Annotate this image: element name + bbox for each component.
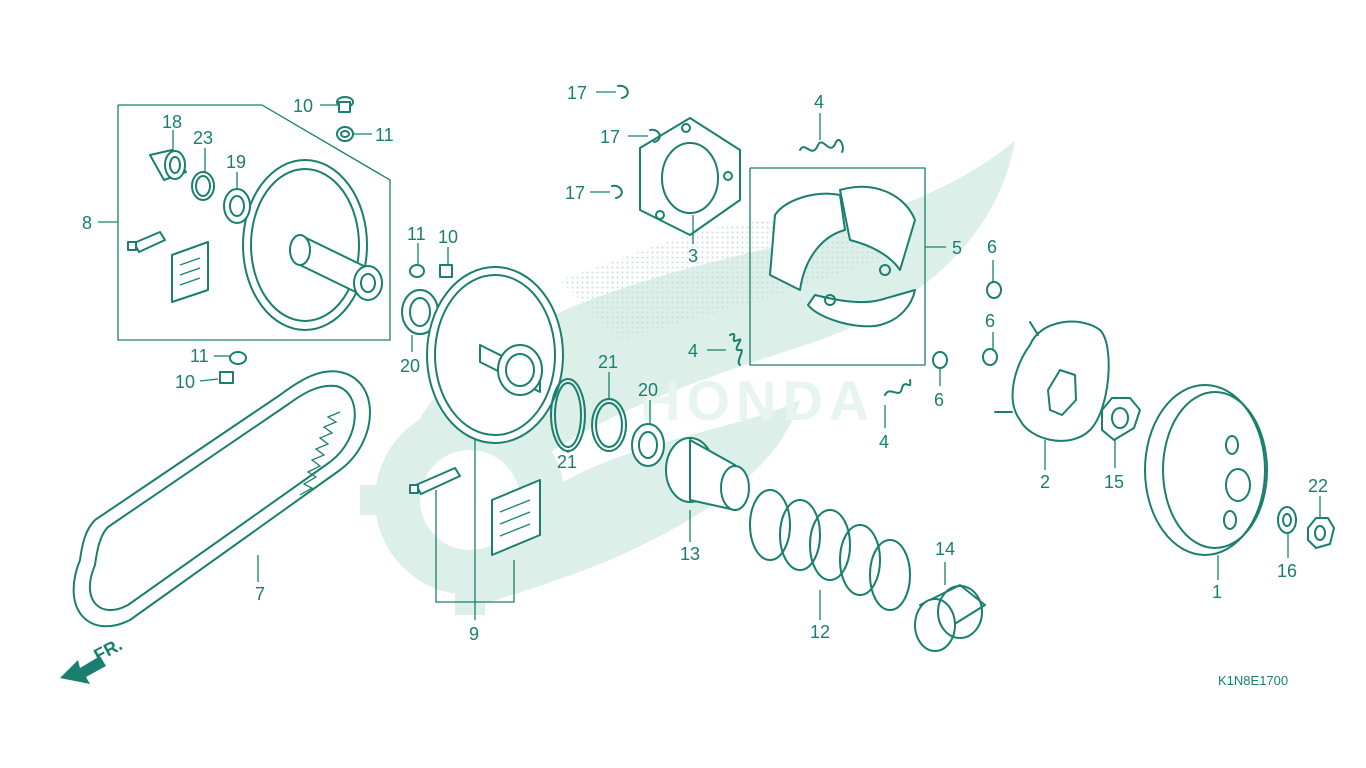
- drive-belt-7: [72, 370, 371, 628]
- callout-11-top: 11: [375, 125, 394, 145]
- movable-driven-face: [242, 159, 383, 331]
- guide-roller-11-top: [336, 126, 354, 142]
- callout-20-left: 20: [400, 356, 420, 376]
- drive-plate-2: [994, 320, 1110, 442]
- callout-4-right: 4: [879, 432, 889, 452]
- callout-3: 3: [688, 246, 698, 266]
- seal-collar-13: [665, 437, 750, 511]
- diagram-code: K1N8E1700: [1218, 673, 1288, 688]
- callout-17-c: 17: [565, 183, 585, 203]
- callout-12: 12: [810, 622, 830, 642]
- driven-face-9: [426, 266, 564, 444]
- callout-5: 5: [952, 238, 962, 258]
- callout-6-c: 6: [934, 390, 944, 410]
- snap-ring-23: [191, 171, 215, 201]
- callout-10-mid: 10: [438, 227, 458, 247]
- washer-16: [1277, 506, 1297, 534]
- clutch-plate-3: [639, 117, 741, 236]
- callout-4-mid: 4: [688, 341, 698, 361]
- callout-6-b: 6: [985, 311, 995, 331]
- e-clip-17-b: [649, 128, 661, 143]
- callout-11-mid: 11: [407, 224, 426, 244]
- callout-11-low: 11: [190, 346, 209, 366]
- callout-23: 23: [193, 128, 213, 148]
- callout-2: 2: [1040, 472, 1050, 492]
- grease-tube-9: [409, 467, 461, 495]
- callout-13: 13: [680, 544, 700, 564]
- guide-pin-10-top: [336, 96, 354, 113]
- e-clip-17-a: [617, 84, 629, 99]
- svg-text:HONDA: HONDA: [640, 369, 875, 432]
- callout-19: 19: [226, 152, 246, 172]
- clutch-outer-1: [1144, 384, 1268, 556]
- damper-rubber-6-b: [982, 348, 998, 366]
- callout-6-a: 6: [987, 237, 997, 257]
- spring-12: [749, 489, 911, 611]
- callout-10-low: 10: [175, 372, 195, 392]
- grease-card-8: [171, 241, 209, 303]
- leader-lines: [172, 91, 1321, 620]
- front-direction-arrow: FR.: [60, 634, 125, 684]
- grease-tube-8: [127, 231, 166, 253]
- callout-20-right: 20: [638, 380, 658, 400]
- flange-nut-15: [1101, 397, 1141, 441]
- clutch-weight-set-5: [749, 167, 926, 366]
- callout-15: 15: [1104, 472, 1124, 492]
- callout-10-top: 10: [293, 96, 313, 116]
- guide-pin-10-low: [219, 371, 234, 384]
- guide-pin-10-mid: [439, 264, 453, 278]
- oil-seal-20-right: [631, 423, 665, 467]
- guide-roller-11-mid: [409, 264, 425, 278]
- ball-bearing-19: [223, 188, 251, 224]
- damper-rubber-6-c: [932, 351, 948, 369]
- callout-labels: 1 2 3 4 4 4 5 6 6 6 7 8 9 10 10 10 11 11…: [82, 83, 1328, 644]
- callout-18: 18: [162, 112, 182, 132]
- shoe-spring-4-top: [799, 139, 844, 153]
- grease-card-9: [491, 479, 541, 556]
- spring-collar-14: [914, 584, 986, 652]
- callout-21-b: 21: [598, 352, 618, 372]
- guide-roller-11-low: [229, 351, 247, 365]
- shoe-spring-4-right: [884, 379, 912, 396]
- callout-1: 1: [1212, 582, 1222, 602]
- callout-21-a: 21: [557, 452, 577, 472]
- damper-rubber-6-a: [986, 281, 1002, 299]
- callout-8: 8: [82, 213, 92, 233]
- callout-14: 14: [935, 539, 955, 559]
- oil-seal-20-left: [401, 289, 439, 335]
- e-clip-17-c: [611, 184, 623, 199]
- callout-17-a: 17: [567, 83, 587, 103]
- callout-16: 16: [1277, 561, 1297, 581]
- shoe-spring-4-mid: [729, 332, 743, 366]
- nut-22: [1307, 517, 1335, 549]
- callout-9: 9: [469, 624, 479, 644]
- needle-bearing-18: [149, 149, 187, 181]
- callout-4-top: 4: [814, 92, 824, 112]
- assembly-8-bracket: [98, 104, 391, 341]
- callout-7: 7: [255, 584, 265, 604]
- assembly-9-bracket: [435, 440, 515, 620]
- callout-17-b: 17: [600, 127, 620, 147]
- callout-22: 22: [1308, 476, 1328, 496]
